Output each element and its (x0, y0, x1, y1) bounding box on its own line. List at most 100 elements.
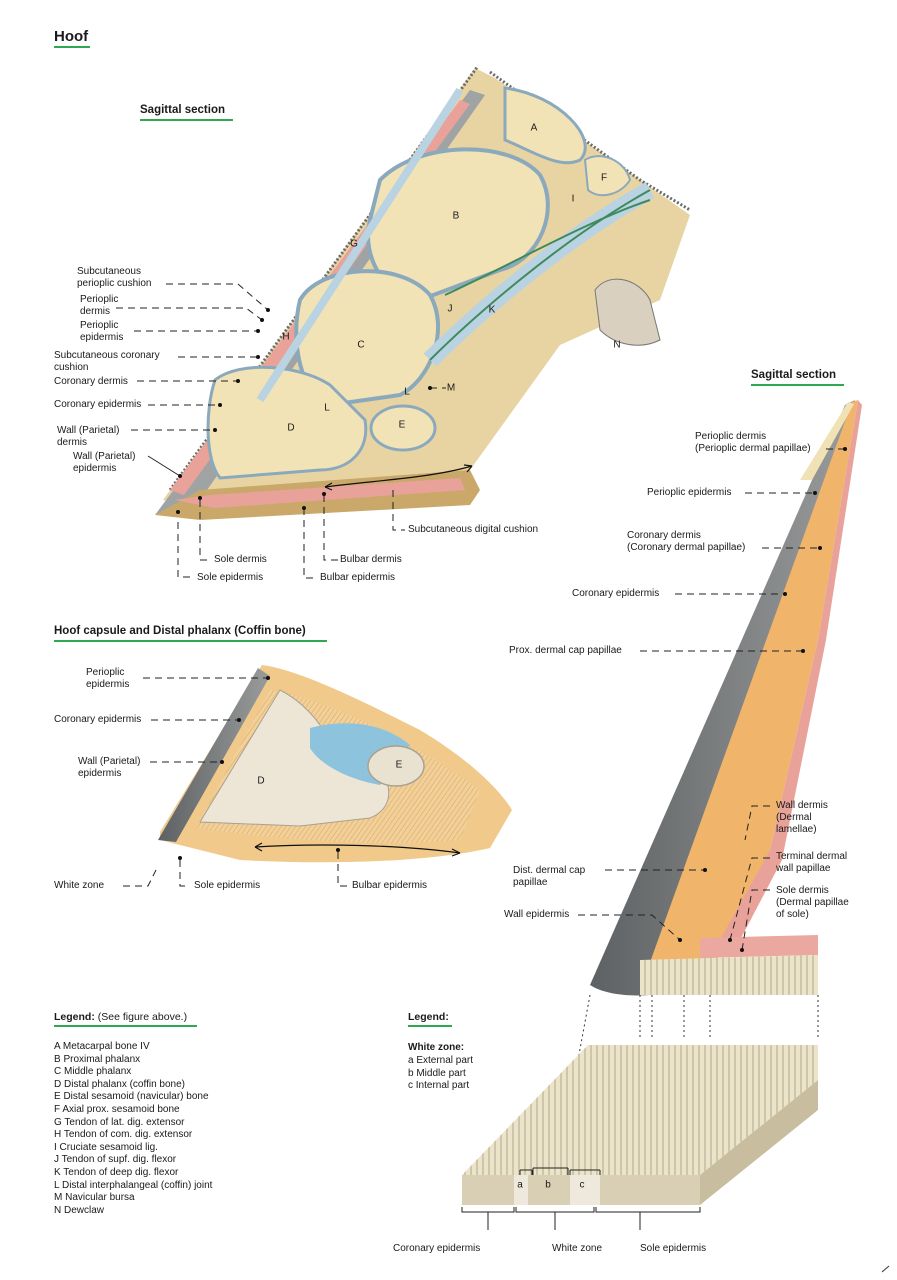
legend-2-underline (408, 1025, 452, 1027)
block-white-zone-a (514, 1175, 528, 1205)
label-bottom-sole-epidermis: Sole epidermis (640, 1243, 707, 1254)
figure-sagittal-foot (155, 65, 691, 520)
block-side (700, 1080, 818, 1205)
fig1-letter-B: B (452, 210, 460, 222)
legend-2-subtitle: White zone: (408, 1042, 465, 1053)
label-coronary-dermis: Coronary dermis (54, 376, 128, 387)
label-wall-epidermis: Wall (Parietal) epidermis (73, 451, 136, 474)
fig2-leader-dots (178, 676, 340, 860)
label-terminal-dermal-wall-papillae: Terminal dermal wall papillae (776, 851, 848, 874)
label-dist-dermal-cap-papillae: Dist. dermal cap papillae (513, 865, 586, 888)
tendon-deep-flexor-line (429, 189, 651, 361)
bulbar-arrow (254, 844, 461, 854)
section-title-sagittal-1: Sagittal section (140, 104, 225, 116)
legend-item: F Axial prox. sesamoid bone (54, 1103, 180, 1115)
bulbar-arrowhead-2 (451, 848, 461, 857)
fig1-letter-F: F (600, 172, 608, 184)
legend-item: b Middle part (408, 1067, 466, 1079)
legend-item: A Metacarpal bone IV (54, 1041, 150, 1052)
fig2-leader-lines (123, 677, 348, 887)
label-bulbar-epidermis: Bulbar epidermis (320, 572, 396, 583)
wall-horn-grey (590, 400, 855, 996)
legend-item: c Internal part (408, 1080, 470, 1092)
label-wall-perioplic-epidermis: Perioplic epidermis (647, 487, 732, 498)
digital-cushion-arrow (324, 465, 473, 488)
label-wall-coronary-dermis: Coronary dermis (Coronary dermal papilla… (627, 530, 746, 553)
label-perioplic-dermis: Perioplic dermis (80, 294, 119, 317)
fig1-leader-lines (116, 283, 446, 579)
legend-item: C Middle phalanx (54, 1066, 132, 1078)
legend-item: L Distal interphalangeal (coffin) joint (54, 1179, 213, 1191)
fig2-letter-E: E (395, 759, 403, 771)
legend-item: a External part (408, 1055, 474, 1066)
section-underline-sagittal-2 (751, 384, 844, 386)
label-wall-dermis-lamellae: Wall dermis (Dermal lamellae) (776, 800, 828, 835)
fig3-connector-lines (577, 994, 819, 1061)
label-capsule-white-zone: White zone (54, 880, 105, 891)
label-sole-dermis: Sole dermis (214, 554, 267, 565)
bulbar-arrowhead-1 (254, 842, 263, 852)
capsule-wall (158, 668, 270, 842)
label-wall-coronary-epidermis: Coronary epidermis (572, 588, 660, 599)
label-bottom-coronary-epidermis: Coronary epidermis (393, 1243, 481, 1254)
legend-2-title: Legend: (408, 1011, 449, 1023)
block-label-b: b (545, 1179, 551, 1191)
legend-2-list: a External part b Middle part c Internal… (408, 1055, 473, 1093)
label-wall-epidermis: Wall epidermis (504, 909, 570, 920)
label-capsule-perioplic-epidermis: Perioplic epidermis (86, 667, 130, 690)
label-perioplic-epidermis: Perioplic epidermis (80, 320, 124, 343)
label-capsule-coronary-epidermis: Coronary epidermis (54, 714, 142, 725)
fig1-letter-L-2: L (404, 386, 410, 398)
label-prox-dermal-cap-papillae: Prox. dermal cap papillae (509, 645, 622, 656)
sole-dermis-band (175, 478, 465, 508)
tendon-supf-flexor-J (444, 199, 651, 296)
bone-metacarpal-A (503, 86, 587, 165)
white-zone-block (462, 1045, 818, 1205)
fig1-letter-N: N (613, 339, 621, 351)
sole-dermis-band (700, 935, 818, 958)
fig1-letter-L: L (324, 402, 330, 414)
block-label-c: c (579, 1179, 585, 1191)
periople-cream (800, 402, 854, 480)
dewclaw-N (594, 278, 661, 346)
figure-hoof-capsule (158, 665, 512, 863)
legend-item: G Tendon of lat. dig. extensor (54, 1116, 185, 1128)
fig1-letter-J: J (447, 303, 453, 315)
label-wall-perioplic-dermis: Perioplic dermis (Perioplic dermal papil… (695, 431, 811, 454)
fig1-letter-H: H (282, 331, 290, 343)
label-coronary-epidermis: Coronary epidermis (54, 399, 142, 410)
fig1-leader-dots (176, 308, 432, 514)
fig3-leader-dots (678, 447, 847, 952)
label-bottom-white-zone: White zone (552, 1243, 603, 1254)
block-label-a: a (517, 1179, 523, 1191)
fig2-letter-D: D (257, 775, 265, 787)
legend-item: H Tendon of com. dig. extensor (54, 1129, 193, 1141)
block-white-zone-c (570, 1175, 600, 1205)
label-bulbar-dermis: Bulbar dermis (340, 554, 402, 565)
fig1-letter-G: G (350, 238, 358, 250)
label-sole-epidermis: Sole epidermis (197, 572, 264, 583)
sole-horn-strip (640, 955, 818, 995)
label-capsule-wall-epidermis: Wall (Parietal) epidermis (78, 756, 141, 779)
legend-item: D Distal phalanx (coffin bone) (54, 1078, 185, 1090)
legend-item: I Cruciate sesamoid lig. (54, 1141, 158, 1153)
block-braces (461, 1167, 701, 1230)
label-subcutaneous-coronary-cushion: Subcutaneous coronary cushion (54, 350, 160, 373)
legend-item: B Proximal phalanx (54, 1053, 141, 1065)
title-underline (54, 46, 90, 48)
legend-item: E Distal sesamoid (navicular) bone (54, 1091, 209, 1103)
label-sole-dermis-papillae: Sole dermis (Dermal papillae of sole) (776, 885, 849, 920)
label-capsule-sole-epidermis: Sole epidermis (194, 880, 261, 891)
fig1-leader-solid (147, 455, 181, 477)
section-underline-sagittal-1 (140, 119, 233, 121)
fig1-letter-A: A (530, 122, 538, 134)
fig1-letter-E: E (398, 419, 406, 431)
legend-1-list: A Metacarpal bone IV B Proximal phalanx … (54, 1041, 212, 1217)
navicular-bone-E (367, 745, 425, 787)
fig1-letter-M: M (446, 382, 456, 394)
corner-tick (881, 1265, 890, 1273)
fig1-letter-I: I (571, 193, 575, 205)
label-wall-dermis: Wall (Parietal) dermis (57, 425, 120, 448)
legend-1-title-text: Legend: (54, 1011, 95, 1023)
